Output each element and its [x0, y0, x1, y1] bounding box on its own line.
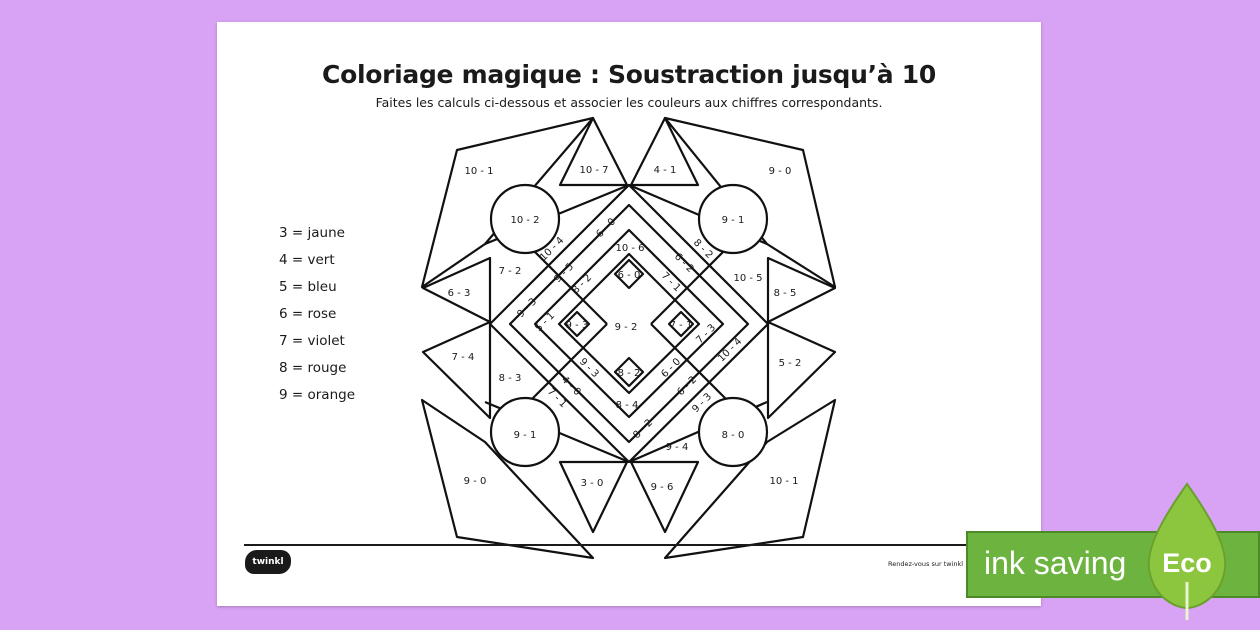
- ink-saving-text: ink saving: [984, 545, 1127, 581]
- triangle-bottom-right: [629, 460, 700, 534]
- inner-diamond-right: [667, 310, 695, 338]
- picture-label: 10 - 6: [615, 243, 644, 254]
- triangle-right-top: [766, 256, 837, 324]
- legend-item: 3 = jaune: [279, 225, 345, 241]
- picture-label: 9 - 4: [666, 442, 689, 453]
- triangle-top-left: [558, 116, 629, 187]
- picture-label: 6 - 0: [618, 270, 641, 281]
- circle-bottom-left: [489, 396, 561, 468]
- leaf-icon: [1147, 482, 1227, 620]
- triangle-bottom-left: [558, 460, 629, 534]
- legend-item: 4 = vert: [279, 252, 335, 268]
- legend-item: 8 = rouge: [279, 360, 347, 376]
- picture-label: 8 - 3: [499, 373, 522, 384]
- triangle-right-bottom: [766, 320, 837, 420]
- legend-item: 7 = violet: [279, 333, 345, 349]
- picture-label: 10 - 5: [733, 273, 762, 284]
- color-legend: 3 = jaune 4 = vert 5 = bleu 6 = rose 7 =…: [279, 223, 355, 412]
- eco-label: Eco: [1162, 548, 1212, 578]
- picture-label: 8 - 4: [616, 400, 639, 411]
- inner-diamond-left: [563, 310, 591, 338]
- picture-label: 8 - 2: [618, 368, 641, 379]
- picture-label: 9 - 3: [566, 320, 589, 331]
- picture-label: 10 - 2: [510, 215, 539, 226]
- worksheet-title: Coloriage magique : Soustraction jusqu’à…: [322, 60, 936, 89]
- footer-note: Rendez-vous sur twinkl: [888, 560, 964, 568]
- ring-1: [508, 203, 750, 444]
- picture-label: 4 - 1: [654, 165, 677, 176]
- picture-label: 10 - 1: [464, 166, 493, 177]
- coloring-picture: 10 - 1 10 - 7 4 - 1 9 - 0 10 - 2 9 - 1 9…: [420, 116, 837, 560]
- legend-item: 5 = bleu: [279, 279, 337, 295]
- worksheet-subtitle: Faites les calculs ci-dessous et associe…: [375, 95, 883, 110]
- picture-label: 9 - 1: [514, 430, 537, 441]
- inner-diamond-bottom: [613, 356, 645, 388]
- picture-label: 9 - 2: [615, 322, 638, 333]
- circle-bottom-right: [697, 396, 769, 468]
- picture-label: 6 - 2: [672, 251, 696, 275]
- triangle-top-right: [629, 116, 700, 187]
- kite-bottom-right: [663, 398, 837, 560]
- legend-item: 6 = rose: [279, 306, 337, 322]
- kite-bottom-left: [420, 398, 595, 560]
- picture-label: 9 - 0: [464, 476, 487, 487]
- picture-label: 9 - 1: [722, 215, 745, 226]
- picture-label: 7 - 1: [670, 320, 693, 331]
- inner-diamond-top: [613, 258, 645, 290]
- triangle-left-top: [421, 256, 492, 324]
- circle-top-left: [489, 183, 561, 255]
- picture-label: 10 - 1: [769, 476, 798, 487]
- picture-label: 9 - 6: [651, 482, 674, 493]
- picture-label: 3 - 0: [581, 478, 604, 489]
- picture-label: 7 - 4: [452, 352, 475, 363]
- ring-2: [533, 228, 725, 419]
- picture-label: 7 - 1: [659, 270, 683, 294]
- picture-label: 10 - 7: [579, 165, 608, 176]
- picture-label: 5 - 2: [779, 358, 802, 369]
- picture-label: 8 - 0: [722, 430, 745, 441]
- picture-label: 8 - 5: [774, 288, 797, 299]
- footer-divider: [244, 544, 1014, 546]
- picture-label: 6 - 3: [448, 288, 471, 299]
- picture-label: 9 - 0: [769, 166, 792, 177]
- picture-label: 5 - 1: [533, 310, 557, 334]
- legend-item: 9 = orange: [279, 387, 355, 403]
- circle-top-right: [697, 183, 769, 255]
- triangle-left-bottom: [421, 320, 492, 420]
- worksheet-page: Coloriage magique : Soustraction jusqu’à…: [217, 22, 1041, 606]
- twinkl-logo: twinkl: [245, 550, 291, 574]
- picture-label: 7 - 2: [499, 266, 522, 277]
